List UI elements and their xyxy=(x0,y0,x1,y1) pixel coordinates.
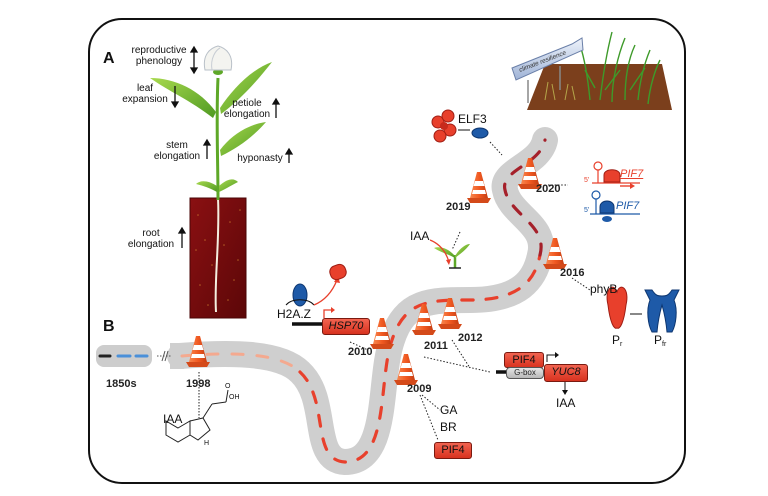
year-2010: 2010 xyxy=(348,346,373,358)
trait-text: root xyxy=(142,228,160,239)
trait-text: elongation xyxy=(223,109,271,120)
ga-label: GA xyxy=(440,403,458,417)
arrow-up-icon xyxy=(177,226,187,248)
iaa-label-2019: IAA xyxy=(410,229,430,243)
pif4-box-2009: PIF4 xyxy=(434,442,472,459)
five-prime-red: 5' xyxy=(584,177,590,184)
trait-text: phenology xyxy=(135,56,183,67)
br-label: BR xyxy=(440,420,457,434)
leaf-right-mid xyxy=(220,122,266,156)
leaf-right-top xyxy=(220,62,272,114)
pr-main: P xyxy=(612,333,621,347)
iaa-oh-label: OH xyxy=(229,394,240,401)
five-prime-blue: 5' xyxy=(584,207,590,214)
pif4-box-2011: PIF4 xyxy=(504,352,544,368)
year-2012: 2012 xyxy=(458,332,483,344)
pif7-label-warm: PIF7 xyxy=(620,168,644,180)
leaf-base-right xyxy=(219,179,238,192)
soil-speckles xyxy=(195,209,241,306)
figure-frame xyxy=(88,18,686,484)
elf3-complex-icon xyxy=(431,109,489,143)
trait-text: expansion xyxy=(122,94,168,105)
arrow-updown-icon xyxy=(189,45,199,75)
iaa-label-1998: IAA xyxy=(163,412,183,426)
h2az-nucleosome-icon xyxy=(285,263,347,326)
arrow-up-icon xyxy=(284,147,294,163)
arrow-up-icon xyxy=(271,97,281,118)
trait-hyponasty: hyponasty xyxy=(234,153,286,164)
stem xyxy=(215,77,220,201)
pfr-sub: fr xyxy=(662,341,667,348)
leaf-left xyxy=(150,78,216,118)
panel-b-label: B xyxy=(103,318,115,335)
plant-illustration xyxy=(150,45,272,319)
yuc8-gene-box: YUC8 xyxy=(544,364,588,382)
phyb-icon xyxy=(606,286,680,333)
road-dashes-peach xyxy=(180,352,302,374)
pif7-thermoswitch-icon xyxy=(590,161,640,222)
phyb-label: phyB xyxy=(590,282,618,296)
arrow-down-icon xyxy=(170,86,180,109)
crop-field-illustration: climate resilience xyxy=(511,31,672,110)
iaa-label-yuc8: IAA xyxy=(556,396,576,410)
year-2019: 2019 xyxy=(446,201,471,213)
trait-text: elongation xyxy=(153,151,201,162)
seedling-icon xyxy=(429,239,470,269)
pfr-label: Pfr xyxy=(654,333,666,348)
year-2011: 2011 xyxy=(424,340,448,352)
iaa-nh-label: H xyxy=(204,440,210,447)
pif7-label-cool: PIF7 xyxy=(616,200,640,212)
trait-text: reproductive xyxy=(131,45,187,56)
pfr-main: P xyxy=(654,333,663,347)
field-soil xyxy=(527,64,672,110)
year-2016: 2016 xyxy=(560,267,585,279)
year-2009: 2009 xyxy=(407,383,432,395)
trait-text: elongation xyxy=(127,239,175,250)
climate-resilience-sign xyxy=(511,37,584,81)
h2az-label: H2A.Z xyxy=(277,307,312,321)
panel-a-label: A xyxy=(103,50,115,67)
year-1850s: 1850s xyxy=(106,378,137,390)
leader-lines xyxy=(349,141,591,441)
pr-sub: r xyxy=(620,341,623,348)
trait-arrows xyxy=(170,45,294,248)
gbox-element: G-box xyxy=(506,367,544,379)
trait-text: stem xyxy=(166,140,188,151)
iaa-molecule xyxy=(165,372,229,443)
leaf-base-left xyxy=(196,181,217,192)
iaa-o-label: O xyxy=(225,383,231,390)
trait-text: petiole xyxy=(232,98,262,109)
hsp70-gene-box: HSP70 xyxy=(322,318,370,335)
road-dashes-red xyxy=(298,253,542,464)
trait-text: hyponasty xyxy=(237,153,283,164)
elf3-label: ELF3 xyxy=(458,112,487,126)
trait-text: leaf xyxy=(136,83,154,94)
arrow-up-icon xyxy=(202,138,212,159)
break-mark-icon xyxy=(157,350,172,362)
timeline-road xyxy=(96,127,558,476)
cone-2019-icon xyxy=(467,172,491,203)
year-2020: 2020 xyxy=(536,183,561,195)
road-dashes-dark xyxy=(503,138,547,257)
road-start xyxy=(170,343,184,369)
pr-label: Pr xyxy=(612,333,622,348)
year-1998: 1998 xyxy=(186,378,211,390)
dry-crop-plants xyxy=(544,81,576,101)
root xyxy=(214,197,220,313)
